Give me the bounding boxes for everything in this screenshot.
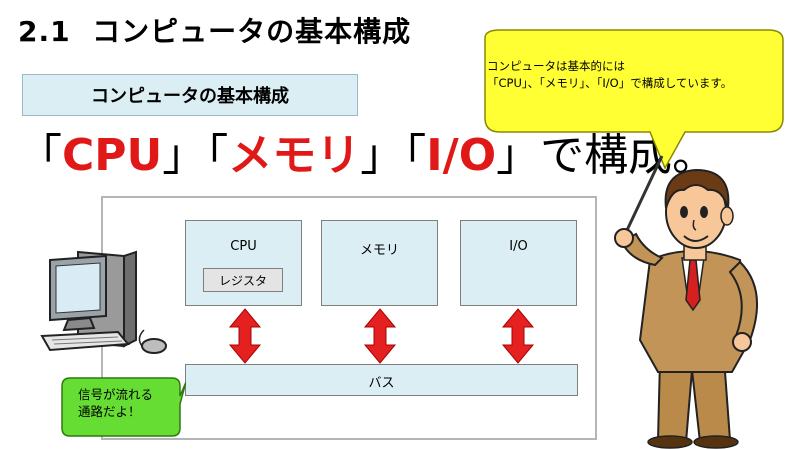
- cpu-label: CPU: [230, 239, 257, 254]
- io-label: I/O: [509, 239, 528, 254]
- note-line-2: 通路だよ！: [78, 404, 141, 419]
- headline-suffix: で構成。: [540, 130, 717, 181]
- bracket-open: 「: [206, 130, 229, 181]
- section-label: コンピュータの基本構成: [22, 74, 358, 116]
- headline: 「CPU」「メモリ」「I/O」で構成。: [18, 134, 716, 178]
- cpu-bus-arrow: [228, 308, 262, 364]
- memory-label: メモリ: [359, 243, 399, 258]
- headline-io: I/O: [426, 130, 497, 181]
- slide-title: 2.1 コンピュータの基本構成: [18, 10, 411, 50]
- speech-bubble: [484, 29, 784, 170]
- bracket-open: 「: [18, 130, 62, 181]
- memory-box: メモリ: [321, 220, 438, 306]
- note-bubble-text: 信号が流れる 通路だよ！: [78, 386, 188, 420]
- bracket-close: 」: [360, 130, 405, 181]
- slide-title-text: コンピュータの基本構成: [92, 15, 412, 48]
- bracket-open: 「: [404, 130, 427, 181]
- speech-line-1: コンピュータは基本的には: [487, 59, 625, 73]
- teacher-illustration: [614, 155, 759, 449]
- note-bubble: [61, 377, 186, 437]
- speech-bubble-text: コンピュータは基本的には 「CPU」、「メモリ」、「I/O」で構成しています。: [487, 58, 787, 92]
- register-box: レジスタ: [203, 268, 283, 292]
- headline-cpu: CPU: [62, 130, 163, 181]
- io-box: I/O: [460, 220, 577, 306]
- headline-memory: メモリ: [228, 130, 361, 181]
- computer-icon: [40, 250, 167, 354]
- bus-label: バス: [368, 376, 395, 391]
- note-line-1: 信号が流れる: [78, 387, 154, 402]
- speech-line-2: 「CPU」、「メモリ」、「I/O」で構成しています。: [487, 76, 733, 90]
- slide-number: 2.1: [18, 15, 71, 48]
- bus-box: バス: [185, 364, 578, 396]
- cpu-box: CPU: [185, 220, 302, 306]
- bracket-close: 」: [162, 130, 207, 181]
- io-bus-arrow: [501, 308, 535, 364]
- memory-bus-arrow: [363, 308, 397, 364]
- bracket-close: 」: [496, 130, 541, 181]
